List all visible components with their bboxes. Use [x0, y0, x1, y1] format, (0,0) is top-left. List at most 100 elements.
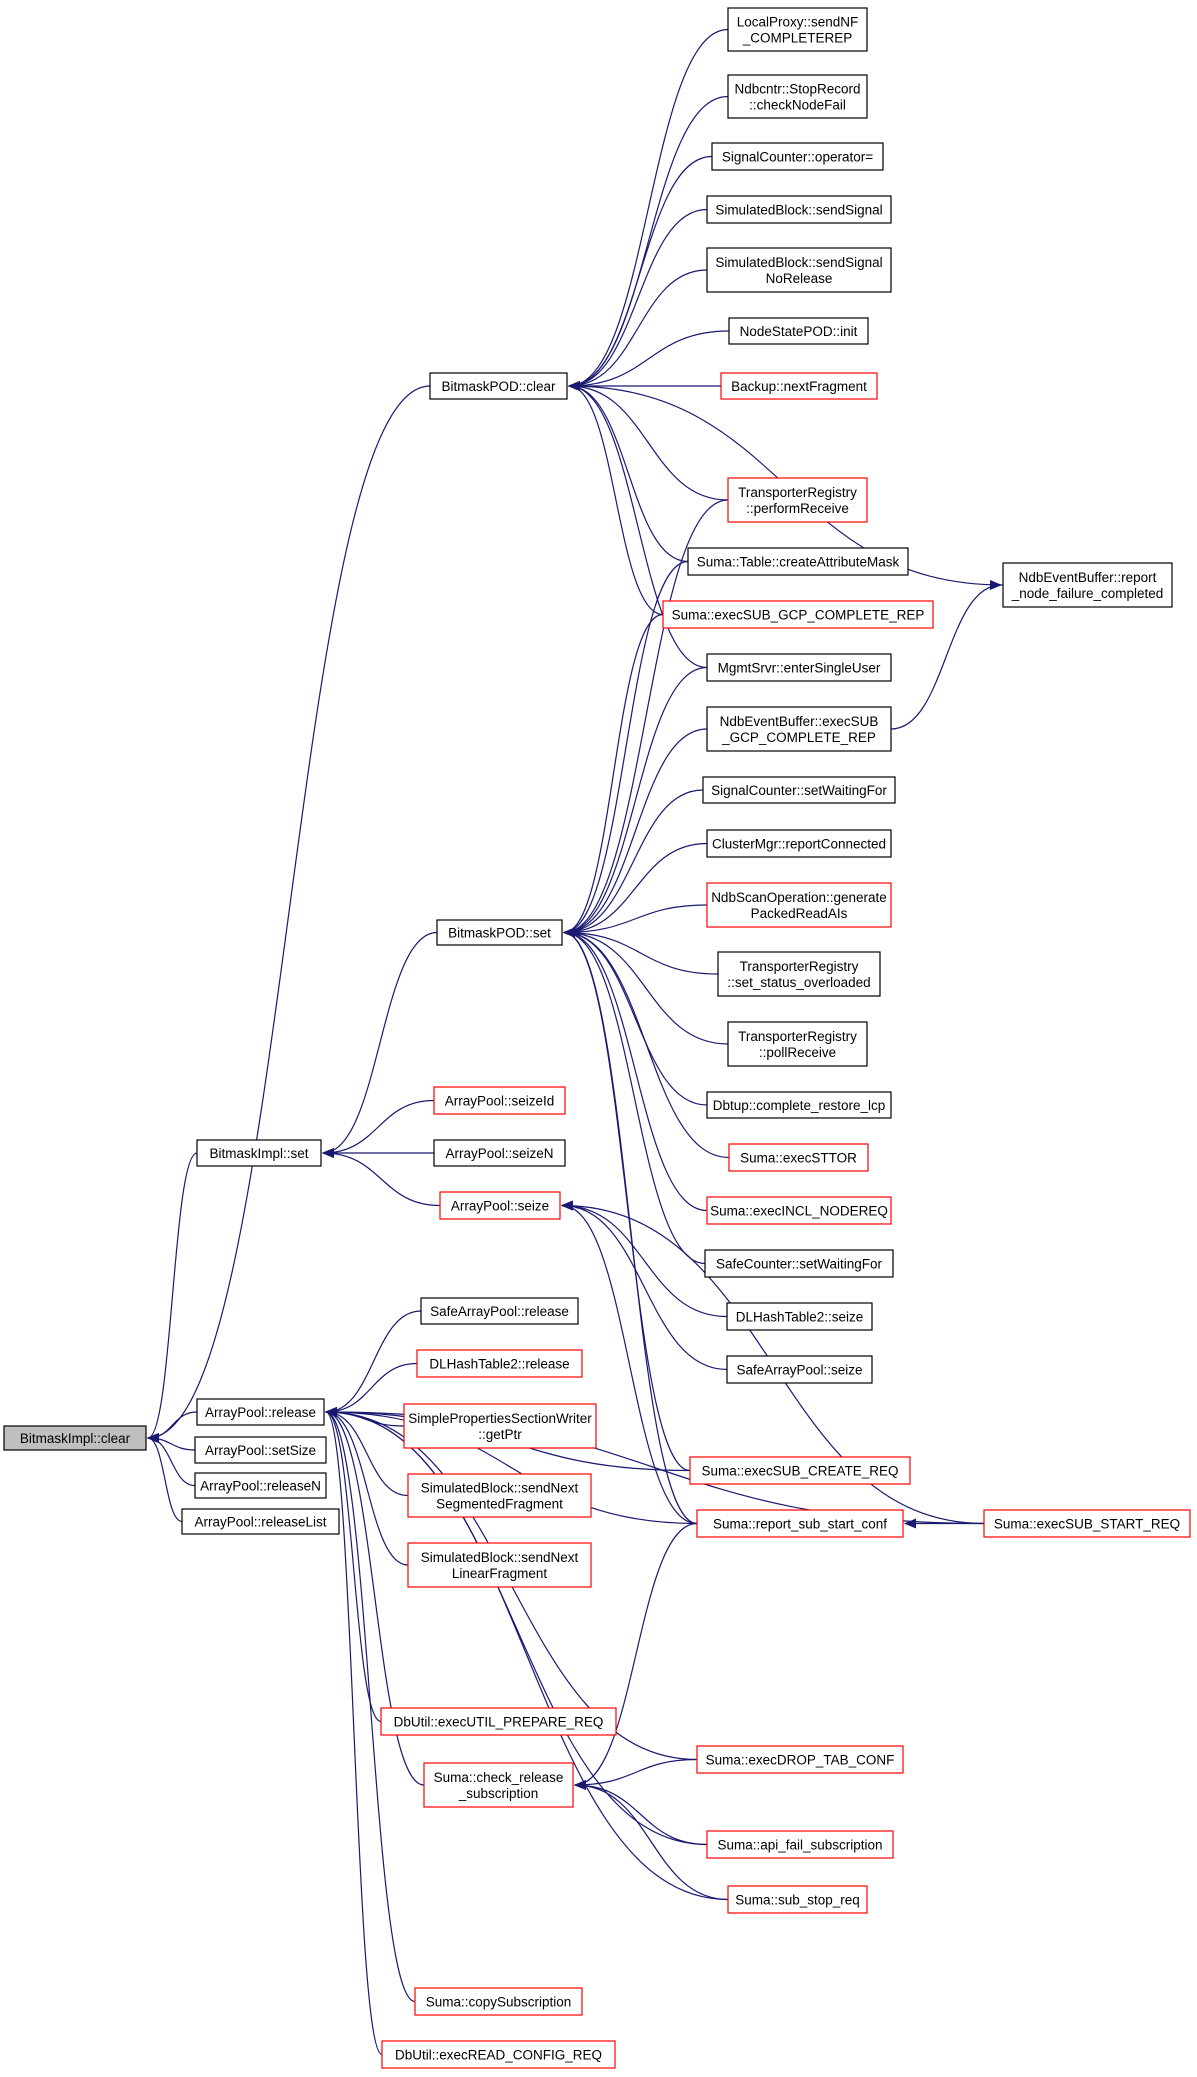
node-sigop[interactable]: SignalCounter::operator= — [711, 142, 884, 171]
node-dbutilprep[interactable]: DbUtil::execUTIL_PREPARE_REQ — [380, 1707, 617, 1736]
node-label: BitmaskPOD::clear — [441, 379, 556, 394]
edge-apseize-to-sapseize — [561, 1200, 728, 1371]
node-label: ArrayPool::setSize — [205, 1443, 316, 1458]
node-box — [407, 1542, 592, 1588]
node-sumacopy[interactable]: Suma::copySubscription — [414, 1987, 583, 2016]
node-root[interactable]: BitmaskImpl::clear — [3, 1425, 147, 1451]
node-label: ::performReceive — [746, 501, 849, 516]
node-label: ClusterMgr::reportConnected — [712, 837, 886, 852]
node-sbsend[interactable]: SimulatedBlock::sendSignal — [706, 195, 892, 224]
node-sumaapi[interactable]: Suma::api_fail_subscription — [706, 1830, 894, 1859]
node-box — [696, 1745, 904, 1774]
node-box — [727, 1021, 868, 1067]
node-sumarsc[interactable]: Suma::report_sub_start_conf — [696, 1509, 904, 1538]
node-sfcwait[interactable]: SafeCounter::setWaitingFor — [704, 1249, 894, 1278]
edge-aprel-to-sumarsc — [325, 1407, 698, 1525]
node-dlrel[interactable]: DLHashTable2::release — [416, 1349, 583, 1378]
node-sumatable[interactable]: Suma::Table::createAttributeMask — [687, 547, 909, 576]
node-sumaincl[interactable]: Suma::execINCL_NODEREQ — [706, 1196, 892, 1225]
node-box — [429, 372, 568, 400]
node-apsetsize[interactable]: ArrayPool::setSize — [194, 1436, 327, 1464]
node-ndbeb[interactable]: NdbEventBuffer::execSUB_GCP_COMPLETE_REP — [706, 706, 892, 752]
node-spsw[interactable]: SimplePropertiesSectionWriter::getPtr — [403, 1403, 597, 1449]
node-trperf[interactable]: TransporterRegistry::performReceive — [727, 477, 868, 523]
node-label: Suma::execSTTOR — [740, 1151, 857, 1166]
node-apseizen[interactable]: ArrayPool::seizeN — [433, 1139, 566, 1167]
node-aprelL[interactable]: ArrayPool::releaseList — [181, 1508, 340, 1535]
node-label: Ndbcntr::StopRecord — [734, 82, 860, 97]
node-box — [717, 951, 881, 997]
edge-bpclear-to-lp — [568, 28, 729, 391]
node-saprel[interactable]: SafeArrayPool::release — [420, 1297, 579, 1325]
node-label: Suma::sub_stop_req — [735, 1893, 860, 1908]
edge-bpclear-to-sbsend — [568, 208, 708, 391]
edge-sumachk-to-sumaapi — [574, 1780, 708, 1846]
node-box — [726, 1302, 873, 1331]
node-nsinit[interactable]: NodeStatePOD::init — [728, 317, 869, 345]
node-dlseize[interactable]: DLHashTable2::seize — [726, 1302, 873, 1331]
node-bpset[interactable]: BitmaskPOD::set — [436, 919, 563, 946]
node-trpoll[interactable]: TransporterRegistry::pollReceive — [727, 1021, 868, 1067]
node-lp[interactable]: LocalProxy::sendNF_COMPLETEREP — [727, 7, 868, 52]
node-sumadrop[interactable]: Suma::execDROP_TAB_CONF — [696, 1745, 904, 1774]
node-backup[interactable]: Backup::nextFragment — [720, 372, 878, 400]
node-box — [726, 1355, 873, 1384]
node-label: LinearFragment — [452, 1566, 548, 1581]
node-trset[interactable]: TransporterRegistry::set_status_overload… — [717, 951, 881, 997]
node-sapseize[interactable]: SafeArrayPool::seize — [726, 1355, 873, 1384]
node-label: NodeStatePOD::init — [740, 324, 858, 339]
node-label: SafeCounter::setWaitingFor — [716, 1257, 883, 1272]
node-sumasttor[interactable]: Suma::execSTTOR — [728, 1143, 869, 1172]
node-scwait[interactable]: SignalCounter::setWaitingFor — [702, 776, 896, 804]
node-aprelN[interactable]: ArrayPool::releaseN — [194, 1472, 327, 1499]
node-aprel[interactable]: ArrayPool::release — [196, 1398, 325, 1426]
edge-bpset-to-sumaincl — [563, 927, 708, 1212]
node-label: TransporterRegistry — [738, 1029, 857, 1044]
node-sbseg[interactable]: SimulatedBlock::sendNextSegmentedFragmen… — [407, 1473, 592, 1518]
node-dbtup[interactable]: Dbtup::complete_restore_lcp — [706, 1091, 892, 1119]
node-ndbcntr[interactable]: Ndbcntr::StopRecord::checkNodeFail — [727, 74, 868, 119]
node-box — [706, 829, 892, 858]
node-box — [381, 2040, 616, 2069]
node-label: ::checkNodeFail — [749, 98, 846, 113]
node-apseizeid[interactable]: ArrayPool::seizeId — [433, 1086, 566, 1115]
edge-bpset-to-trperf — [563, 499, 729, 938]
node-sumastop[interactable]: Suma::sub_stop_req — [727, 1885, 868, 1914]
node-box — [727, 7, 868, 52]
edge-aprel-to-sumacopy — [325, 1407, 416, 2003]
edge-bpset-to-sumatable — [563, 560, 689, 938]
node-label: SimulatedBlock::sendNext — [421, 1550, 579, 1565]
edge-bpset-to-sumasttor — [563, 927, 730, 1159]
node-label: MgmtSrvr::enterSingleUser — [718, 661, 881, 676]
node-bpclear[interactable]: BitmaskPOD::clear — [429, 372, 568, 400]
node-apseize[interactable]: ArrayPool::seize — [439, 1191, 561, 1220]
edge-bpset-to-trpoll — [563, 927, 729, 1045]
node-mgmt[interactable]: MgmtSrvr::enterSingleUser — [706, 653, 892, 682]
node-label: SimulatedBlock::sendSignal — [715, 203, 882, 218]
edge-bpset-to-sumarsc — [563, 927, 698, 1525]
node-box — [702, 776, 896, 804]
node-sumacreate[interactable]: Suma::execSUB_CREATE_REQ — [689, 1456, 911, 1485]
node-label: NoRelease — [766, 271, 833, 286]
node-box — [194, 1436, 327, 1464]
node-label: ArrayPool::seizeN — [445, 1146, 553, 1161]
edge-root-to-biset — [147, 1152, 198, 1443]
node-box — [983, 1509, 1191, 1538]
node-biset[interactable]: BitmaskImpl::set — [196, 1139, 322, 1167]
edge-bpset-to-ndbeb — [563, 728, 708, 938]
node-sumagcp[interactable]: Suma::execSUB_GCP_COMPLETE_REP — [662, 600, 934, 629]
node-ndbebrep[interactable]: NdbEventBuffer::report_node_failure_comp… — [1002, 562, 1173, 608]
node-sumastart[interactable]: Suma::execSUB_START_REQ — [983, 1509, 1191, 1538]
edge-sumachk-to-sumastop — [574, 1780, 729, 1901]
node-sumachk[interactable]: Suma::check_release_subscription — [423, 1762, 574, 1808]
node-box — [706, 195, 892, 224]
node-box — [706, 706, 892, 752]
edge-aprel-to-sblin — [325, 1407, 409, 1566]
node-cmgr[interactable]: ClusterMgr::reportConnected — [706, 829, 892, 858]
node-dbutilread[interactable]: DbUtil::execREAD_CONFIG_REQ — [381, 2040, 616, 2069]
